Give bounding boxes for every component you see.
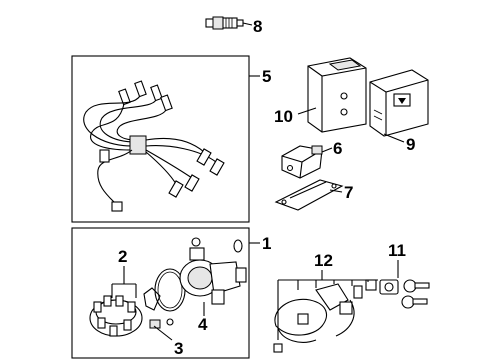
callout-label-5: 5 <box>262 67 271 86</box>
callout-9: 9 <box>383 133 415 154</box>
callout-label-6: 6 <box>333 139 342 158</box>
wire-set-frame <box>71 55 250 223</box>
ignition-keys <box>401 279 430 309</box>
callout-10: 10 <box>274 107 317 126</box>
distributor-housing <box>179 237 247 305</box>
callout-label-3: 3 <box>174 339 183 358</box>
control-module <box>369 69 429 137</box>
callout-3: 3 <box>153 325 183 358</box>
callout-6: 6 <box>321 139 342 158</box>
callout-7: 7 <box>329 183 353 202</box>
heat-sink-plate <box>274 179 344 211</box>
callout-label-12: 12 <box>314 251 333 270</box>
callout-2: 2 <box>111 247 137 298</box>
spark-plug <box>205 16 244 30</box>
module-bracket <box>307 57 367 133</box>
callout-label-9: 9 <box>406 135 415 154</box>
callout-8: 8 <box>242 17 262 36</box>
callout-1: 1 <box>249 234 271 253</box>
callout-label-11: 11 <box>388 241 406 260</box>
rotor <box>143 287 174 329</box>
callout-4: 4 <box>198 302 208 334</box>
callout-11: 11 <box>388 241 406 278</box>
ignition-wire-set <box>83 80 225 212</box>
ignition-switch-assembly <box>273 279 377 353</box>
callout-12: 12 <box>277 251 378 340</box>
callout-label-1: 1 <box>262 234 271 253</box>
callout-label-8: 8 <box>253 17 262 36</box>
lock-cylinder <box>379 279 399 295</box>
callout-label-4: 4 <box>198 315 208 334</box>
distributor-cap <box>89 295 143 337</box>
distributor-frame <box>71 227 250 359</box>
callout-label-2: 2 <box>118 247 127 266</box>
callout-label-10: 10 <box>274 107 293 126</box>
callout-label-7: 7 <box>344 183 353 202</box>
igniter <box>281 145 323 179</box>
callout-5: 5 <box>249 67 271 86</box>
